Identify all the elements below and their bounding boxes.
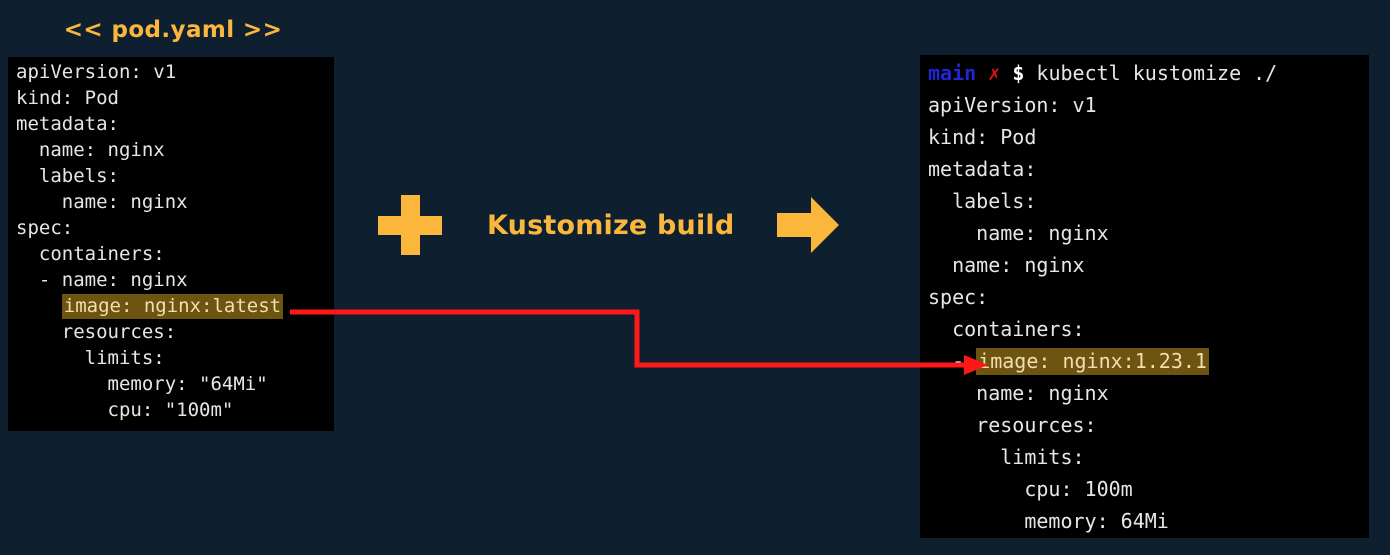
code-line: spec: <box>16 217 74 239</box>
prompt-space-1 <box>976 61 988 85</box>
code-line: cpu: 100m <box>928 477 1133 501</box>
plus-icon-vertical-bar <box>401 195 420 255</box>
code-line: name: nginx <box>928 381 1109 405</box>
right-arrow-icon <box>777 197 839 253</box>
code-line: containers: <box>16 243 165 265</box>
prompt-space-3 <box>1024 61 1036 85</box>
shell-command: kubectl kustomize ./ <box>1036 61 1278 85</box>
page-title: << pod.yaml >> <box>63 17 283 43</box>
code-line: limits: <box>16 347 165 369</box>
highlighted-token: image: nginx:latest <box>61 294 284 319</box>
code-line: resources: <box>928 413 1097 437</box>
plus-icon <box>378 195 442 255</box>
code-line: metadata: <box>928 157 1037 181</box>
kustomize-output-code-lines: main ✗ $ kubectl kustomize ./ apiVersion… <box>920 55 1369 537</box>
code-line: name: nginx <box>928 253 1085 277</box>
code-line: memory: "64Mi" <box>16 373 268 395</box>
code-line: apiVersion: v1 <box>16 61 177 83</box>
code-line: resources: <box>16 321 177 343</box>
code-line-highlighted: image: nginx:latest <box>16 293 334 319</box>
code-line: cpu: "100m" <box>16 399 234 421</box>
prompt-space-2 <box>1000 61 1012 85</box>
code-line: spec: <box>928 285 989 309</box>
code-line: metadata: <box>16 113 119 135</box>
pod-yaml-code-lines: apiVersion: v1 kind: Pod metadata: name: n… <box>8 57 334 423</box>
code-line: containers: <box>928 317 1085 341</box>
pod-yaml-code-panel: apiVersion: v1 kind: Pod metadata: name: n… <box>8 57 334 431</box>
code-line: - name: nginx <box>16 269 188 291</box>
code-line: kind: Pod <box>928 125 1037 149</box>
kustomize-build-label: Kustomize build <box>487 210 735 241</box>
status-cross-icon: ✗ <box>988 61 1001 85</box>
shell-prompt-line: main ✗ $ kubectl kustomize ./ <box>928 57 1369 89</box>
kustomize-output-code-panel: main ✗ $ kubectl kustomize ./ apiVersion… <box>920 55 1369 538</box>
code-line: name: nginx <box>16 139 165 161</box>
code-line-highlighted: - image: nginx:1.23.1 <box>928 348 1209 375</box>
git-branch-label: main <box>928 61 977 85</box>
code-line: limits: <box>928 445 1085 469</box>
highlighted-token: image: nginx:1.23.1 <box>976 348 1209 375</box>
code-line: apiVersion: v1 <box>928 93 1097 117</box>
code-line: kind: Pod <box>16 87 119 109</box>
code-line: memory: 64Mi <box>928 509 1169 533</box>
prompt-sigil: $ <box>1012 61 1025 85</box>
code-line: labels: <box>928 189 1037 213</box>
code-line: name: nginx <box>16 191 188 213</box>
code-line: labels: <box>16 165 119 187</box>
code-line: name: nginx <box>928 221 1109 245</box>
